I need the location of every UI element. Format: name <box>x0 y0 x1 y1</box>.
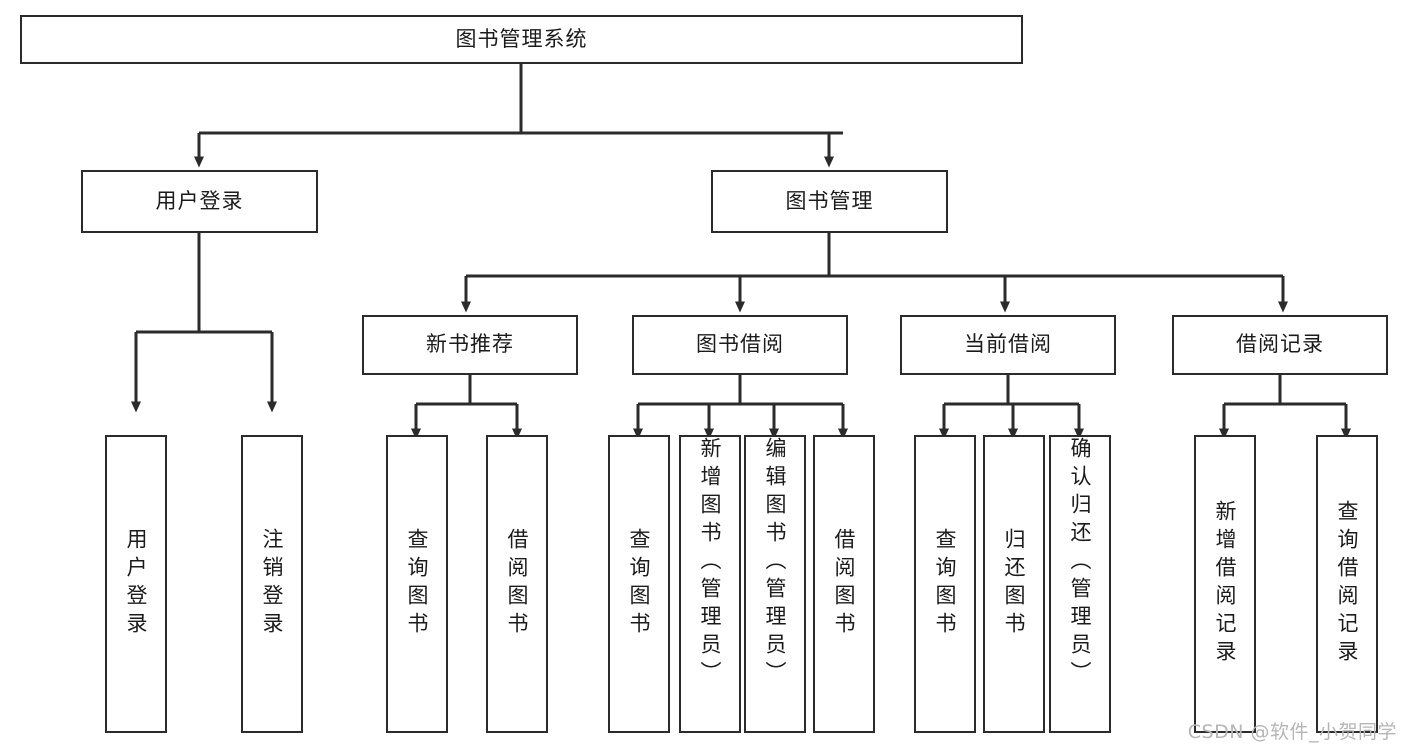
node-leaf-borrow-book-2-label: 借阅图书 <box>832 528 857 640</box>
node-leaf-query-book-2-label: 查询图书 <box>627 528 652 640</box>
node-user-login-label: 用户登录 <box>155 188 244 213</box>
node-leaf-user-login[interactable]: 用户登录 <box>105 435 167 733</box>
node-root-label: 图书管理系统 <box>455 26 588 51</box>
node-user-login[interactable]: 用户登录 <box>81 170 318 233</box>
node-leaf-confirm-return[interactable]: 确认归还（管理员） <box>1049 435 1111 733</box>
node-leaf-edit-book[interactable]: 编辑图书（管理员） <box>744 435 806 733</box>
node-leaf-borrow-book-1[interactable]: 借阅图书 <box>486 435 548 733</box>
node-leaf-return-book[interactable]: 归还图书 <box>983 435 1045 733</box>
node-current-borrow-label: 当前借阅 <box>964 332 1052 357</box>
node-leaf-add-book-label: 新增图书（管理员） <box>698 437 723 689</box>
node-leaf-borrow-book-2[interactable]: 借阅图书 <box>813 435 875 733</box>
node-leaf-add-record-label: 新增借阅记录 <box>1213 500 1238 668</box>
node-leaf-borrow-book-1-label: 借阅图书 <box>505 528 530 640</box>
node-borrow-record-label: 借阅记录 <box>1236 332 1324 357</box>
node-leaf-user-login-label: 用户登录 <box>124 528 149 640</box>
node-book-borrow[interactable]: 图书借阅 <box>632 315 848 375</box>
node-current-borrow[interactable]: 当前借阅 <box>900 315 1116 375</box>
node-leaf-query-record-label: 查询借阅记录 <box>1335 500 1360 668</box>
node-new-book-recommend-label: 新书推荐 <box>426 332 514 357</box>
node-leaf-query-book-1-label: 查询图书 <box>405 528 430 640</box>
node-leaf-query-book-3-label: 查询图书 <box>933 528 958 640</box>
node-new-book-recommend[interactable]: 新书推荐 <box>362 315 578 375</box>
node-root[interactable]: 图书管理系统 <box>20 15 1023 64</box>
node-leaf-confirm-return-label: 确认归还（管理员） <box>1068 437 1093 689</box>
node-book-manage[interactable]: 图书管理 <box>711 170 948 233</box>
csdn-watermark: CSDN @软件_小贺同学 <box>1187 721 1397 743</box>
node-leaf-user-logout[interactable]: 注销登录 <box>241 435 303 733</box>
node-book-borrow-label: 图书借阅 <box>696 332 784 357</box>
node-leaf-add-book[interactable]: 新增图书（管理员） <box>679 435 741 733</box>
node-leaf-query-record[interactable]: 查询借阅记录 <box>1316 435 1378 733</box>
node-leaf-query-book-3[interactable]: 查询图书 <box>914 435 976 733</box>
node-leaf-add-record[interactable]: 新增借阅记录 <box>1194 435 1256 733</box>
node-leaf-query-book-2[interactable]: 查询图书 <box>608 435 670 733</box>
node-leaf-return-book-label: 归还图书 <box>1002 528 1027 640</box>
node-book-manage-label: 图书管理 <box>785 188 874 213</box>
node-borrow-record[interactable]: 借阅记录 <box>1172 315 1388 375</box>
node-leaf-edit-book-label: 编辑图书（管理员） <box>763 437 788 689</box>
node-leaf-user-logout-label: 注销登录 <box>260 528 285 640</box>
node-leaf-query-book-1[interactable]: 查询图书 <box>386 435 448 733</box>
